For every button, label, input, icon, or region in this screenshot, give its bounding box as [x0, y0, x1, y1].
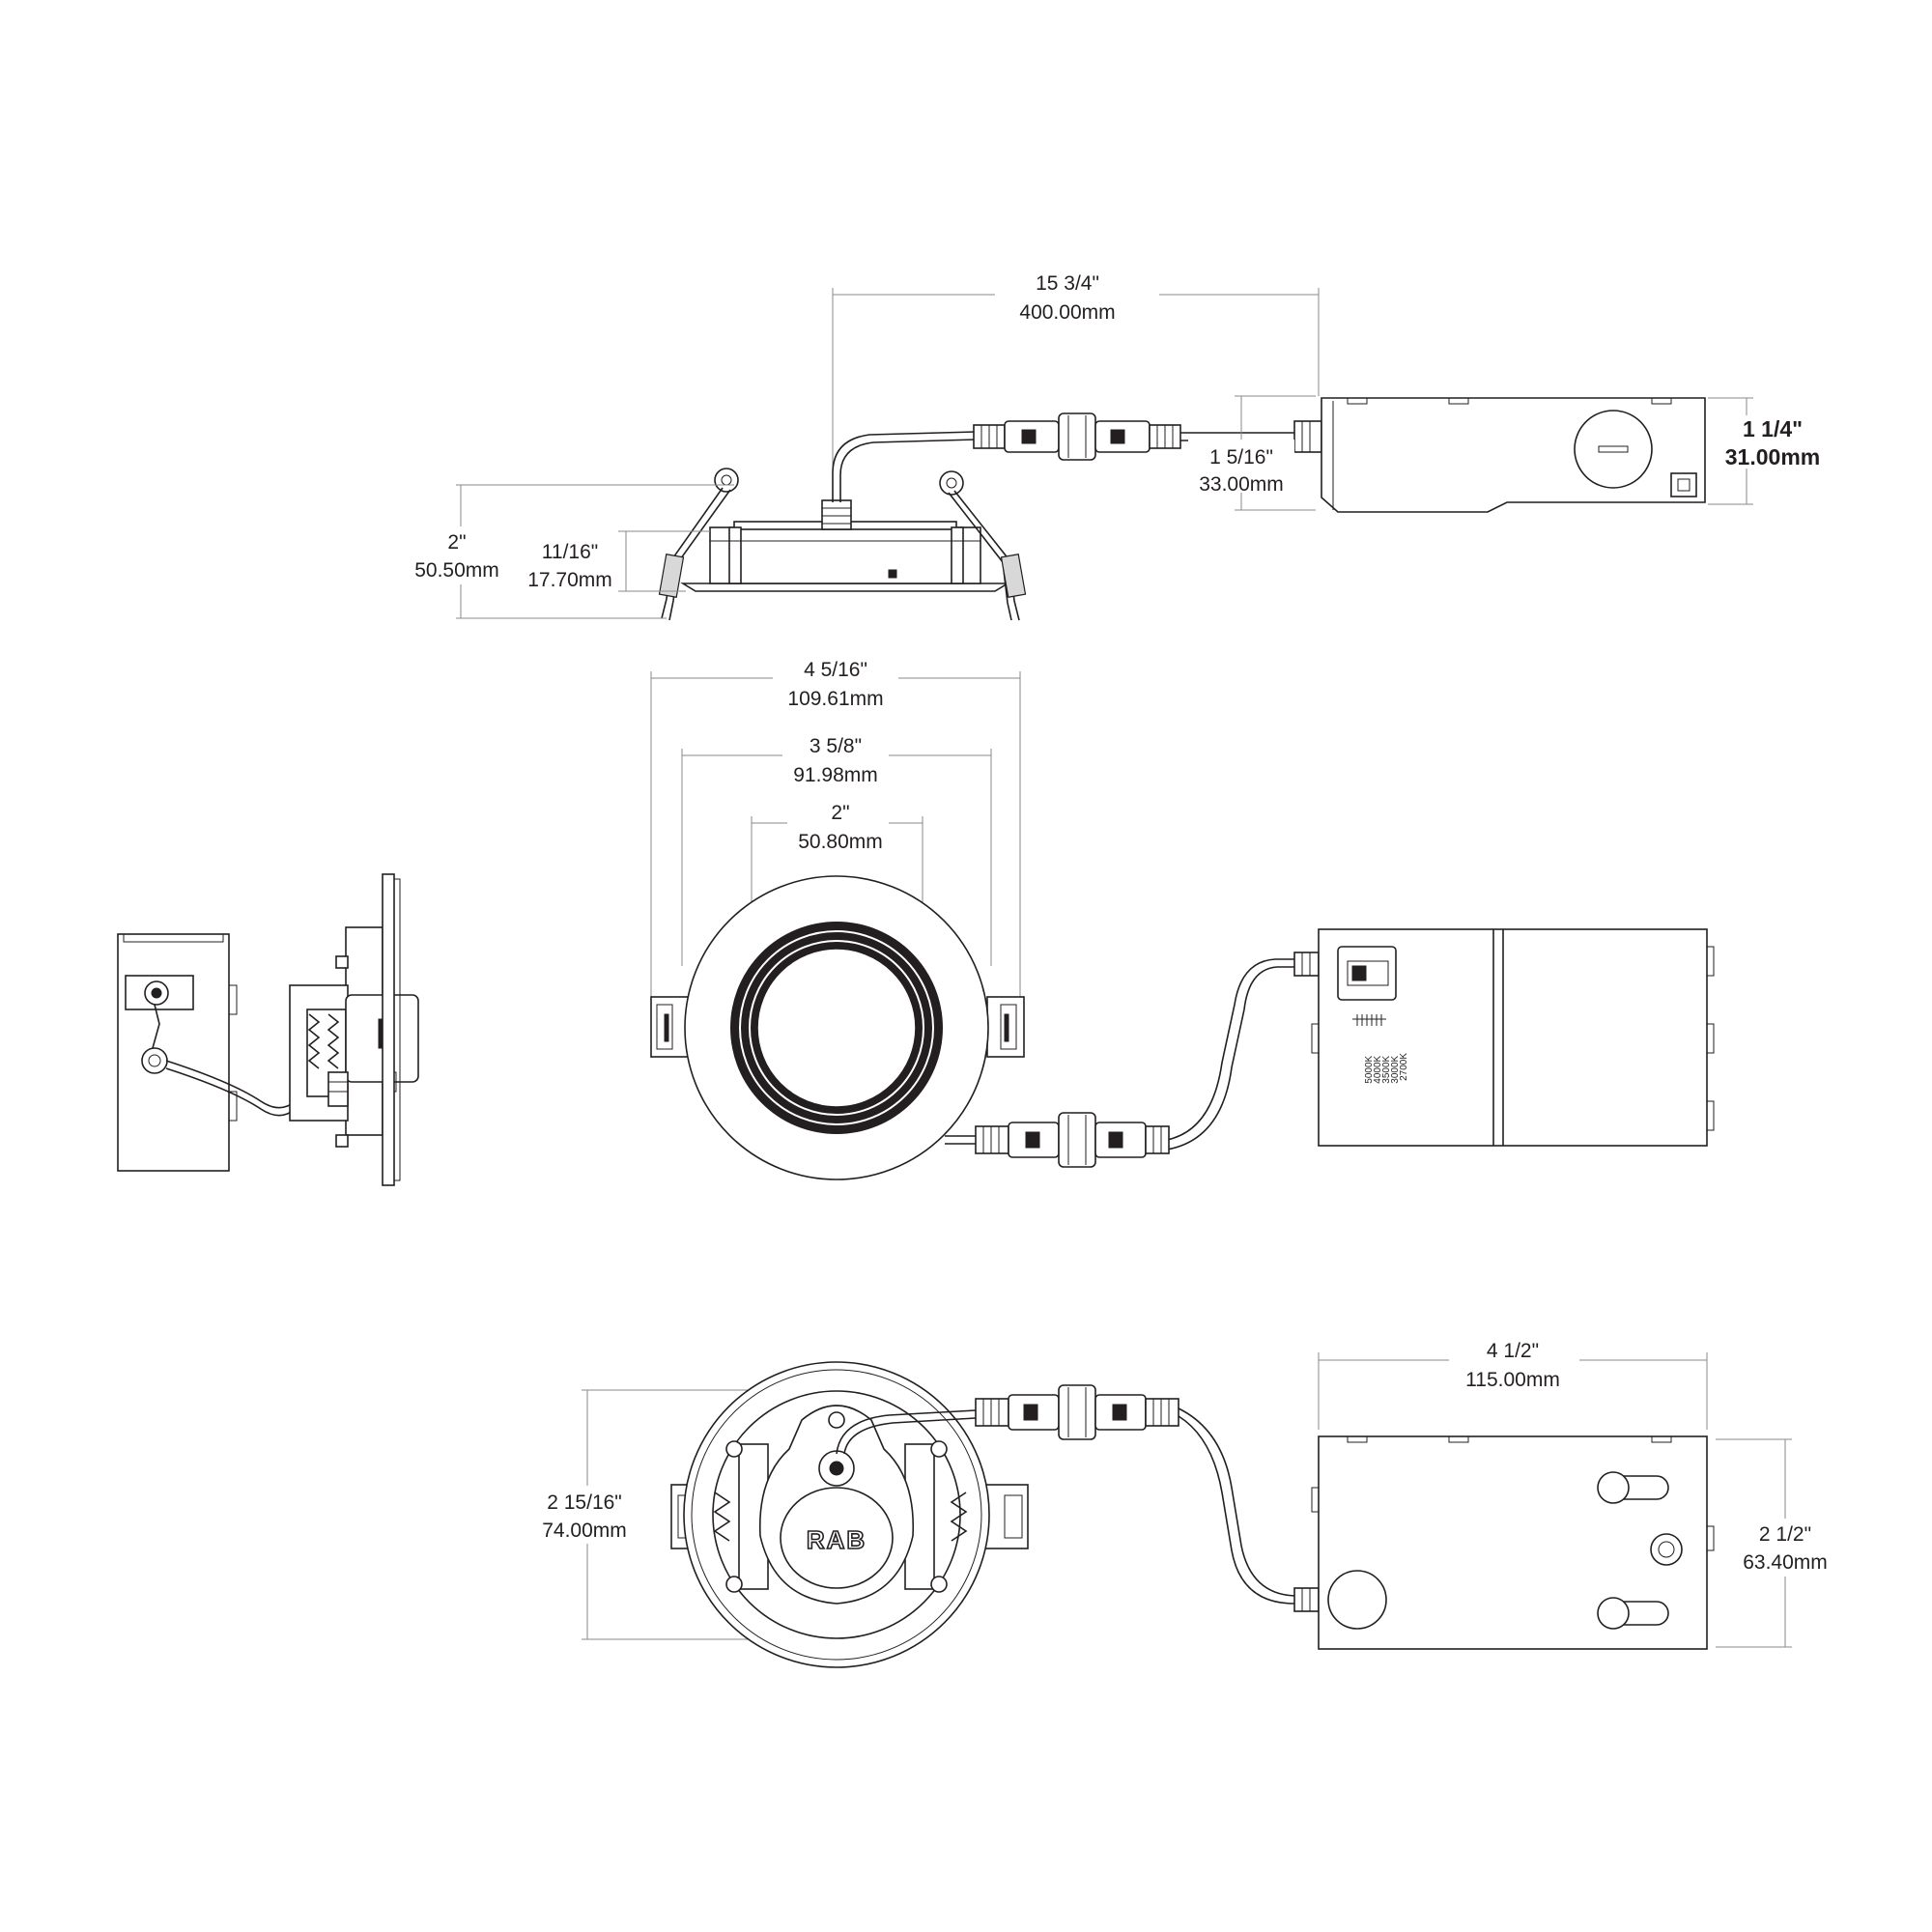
cct-option-0: 5000K	[1364, 1055, 1375, 1083]
housing-height-mm: 74.00mm	[542, 1520, 627, 1542]
cct-option-4: 2700K	[1399, 1053, 1409, 1081]
aperture-diameter-inch: 2"	[831, 802, 849, 824]
driver-length-mm: 115.00mm	[1465, 1369, 1560, 1391]
aperture-diameter-mm: 50.80mm	[798, 831, 883, 853]
driver-height-dimension: 1 1/4" 31.00mm	[1708, 397, 1831, 505]
trim-height-inch: 11/16"	[542, 541, 598, 563]
housing-height-inch: 2 15/16"	[547, 1492, 622, 1514]
inline-connector-side	[973, 412, 1181, 461]
driver-width-inch: 2 1/2"	[1759, 1523, 1811, 1546]
cct-option-1: 4000K	[1373, 1055, 1383, 1083]
housing-height-dimension: 2 15/16" 74.00mm	[522, 1389, 811, 1640]
outer-diameter-mm: 109.61mm	[787, 688, 883, 710]
cct-switch-markings: 5000K 4000K 3500K 3000K 2700K	[1364, 1053, 1409, 1084]
cct-option-3: 3000K	[1390, 1055, 1401, 1083]
trim-height-dimension: 11/16" 17.70mm	[517, 530, 710, 594]
total-height-inch: 2"	[447, 531, 466, 554]
outer-diameter-inch: 4 5/16"	[804, 659, 867, 681]
outer-diameter-dimension: 4 5/16" 109.61mm	[650, 659, 1021, 1058]
total-height-dimension: 2" 50.50mm	[401, 484, 734, 619]
overall-length-inch: 15 3/4"	[1036, 272, 1099, 295]
cutout-diameter-inch: 3 5/8"	[810, 735, 862, 757]
driver-length-inch: 4 1/2"	[1487, 1340, 1539, 1362]
driver-height-inch: 1 1/4"	[1743, 416, 1803, 441]
driver-box-side	[1293, 397, 1706, 513]
cutout-diameter-mm: 91.98mm	[793, 764, 878, 786]
total-height-mm: 50.50mm	[414, 559, 499, 582]
back-view: 2 15/16" 74.00mm RAB	[522, 1340, 1840, 1668]
side-elevation-view: 15 3/4" 400.00mm	[401, 272, 1831, 621]
driver-width-mm: 63.40mm	[1743, 1551, 1828, 1574]
trim-height-mm: 17.70mm	[527, 569, 612, 591]
connector-length-dimension: 1 5/16" 33.00mm	[1188, 395, 1316, 511]
overall-length-mm: 400.00mm	[1019, 301, 1115, 324]
connector-length-inch: 1 5/16"	[1209, 446, 1273, 469]
overall-length-dimension: 15 3/4" 400.00mm	[832, 272, 1320, 502]
driver-box-top: 5000K 4000K 3500K 3000K 2700K	[1293, 928, 1715, 1147]
driver-height-mm: 31.00mm	[1725, 444, 1820, 469]
driver-width-dimension: 2 1/2" 63.40mm	[1716, 1438, 1840, 1648]
connector-length-mm: 33.00mm	[1199, 473, 1284, 496]
driver-box-bottom	[1293, 1435, 1715, 1650]
brand-logo: RAB	[807, 1525, 867, 1554]
front-view: 4 5/16" 109.61mm 3 5/8" 91.98mm 2" 50.80…	[650, 659, 1715, 1180]
end-side-view	[117, 873, 419, 1186]
cutout-diameter-dimension: 3 5/8" 91.98mm	[681, 735, 992, 966]
inline-connector-front	[975, 1112, 1170, 1168]
driver-length-dimension: 4 1/2" 115.00mm	[1318, 1340, 1708, 1430]
fixture-side-profile	[658, 468, 1027, 621]
inline-connector-back	[975, 1384, 1179, 1440]
cct-option-2: 3500K	[1381, 1055, 1392, 1083]
